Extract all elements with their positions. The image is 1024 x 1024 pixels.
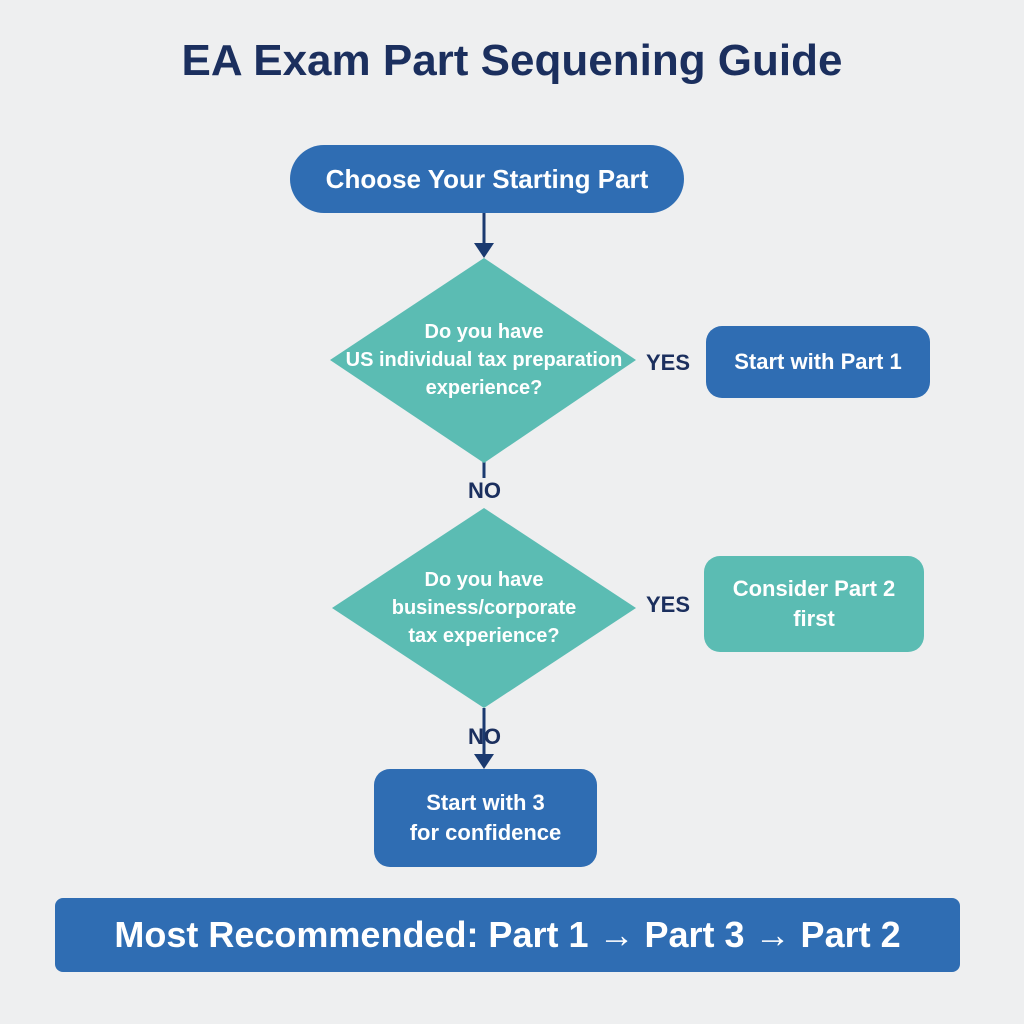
decision1-diamond: [330, 258, 636, 463]
decision2-no-label: NO: [468, 724, 501, 749]
decision2-diamond: [332, 508, 636, 708]
start-part1-node: Start with Part 1: [706, 326, 930, 398]
decision1-question: Do you have US individual tax preparatio…: [345, 321, 623, 399]
decision2-yes-label: YES: [646, 592, 691, 617]
decision2-question: Do you have business/corporate tax exper…: [391, 569, 577, 647]
start-node: Choose Your Starting Part: [290, 145, 684, 213]
start-part3-node: Start with 3 for confidence: [374, 769, 597, 867]
recommendation-banner: Most Recommended: Part 1 → Part 3 → Part…: [55, 898, 960, 972]
consider-part2-node: Consider Part 2 first: [704, 556, 924, 652]
decision1-yes-label: YES: [646, 350, 691, 375]
page-title: EA Exam Part Sequening Guide: [181, 36, 843, 85]
decision1-no-label: NO: [468, 478, 501, 503]
